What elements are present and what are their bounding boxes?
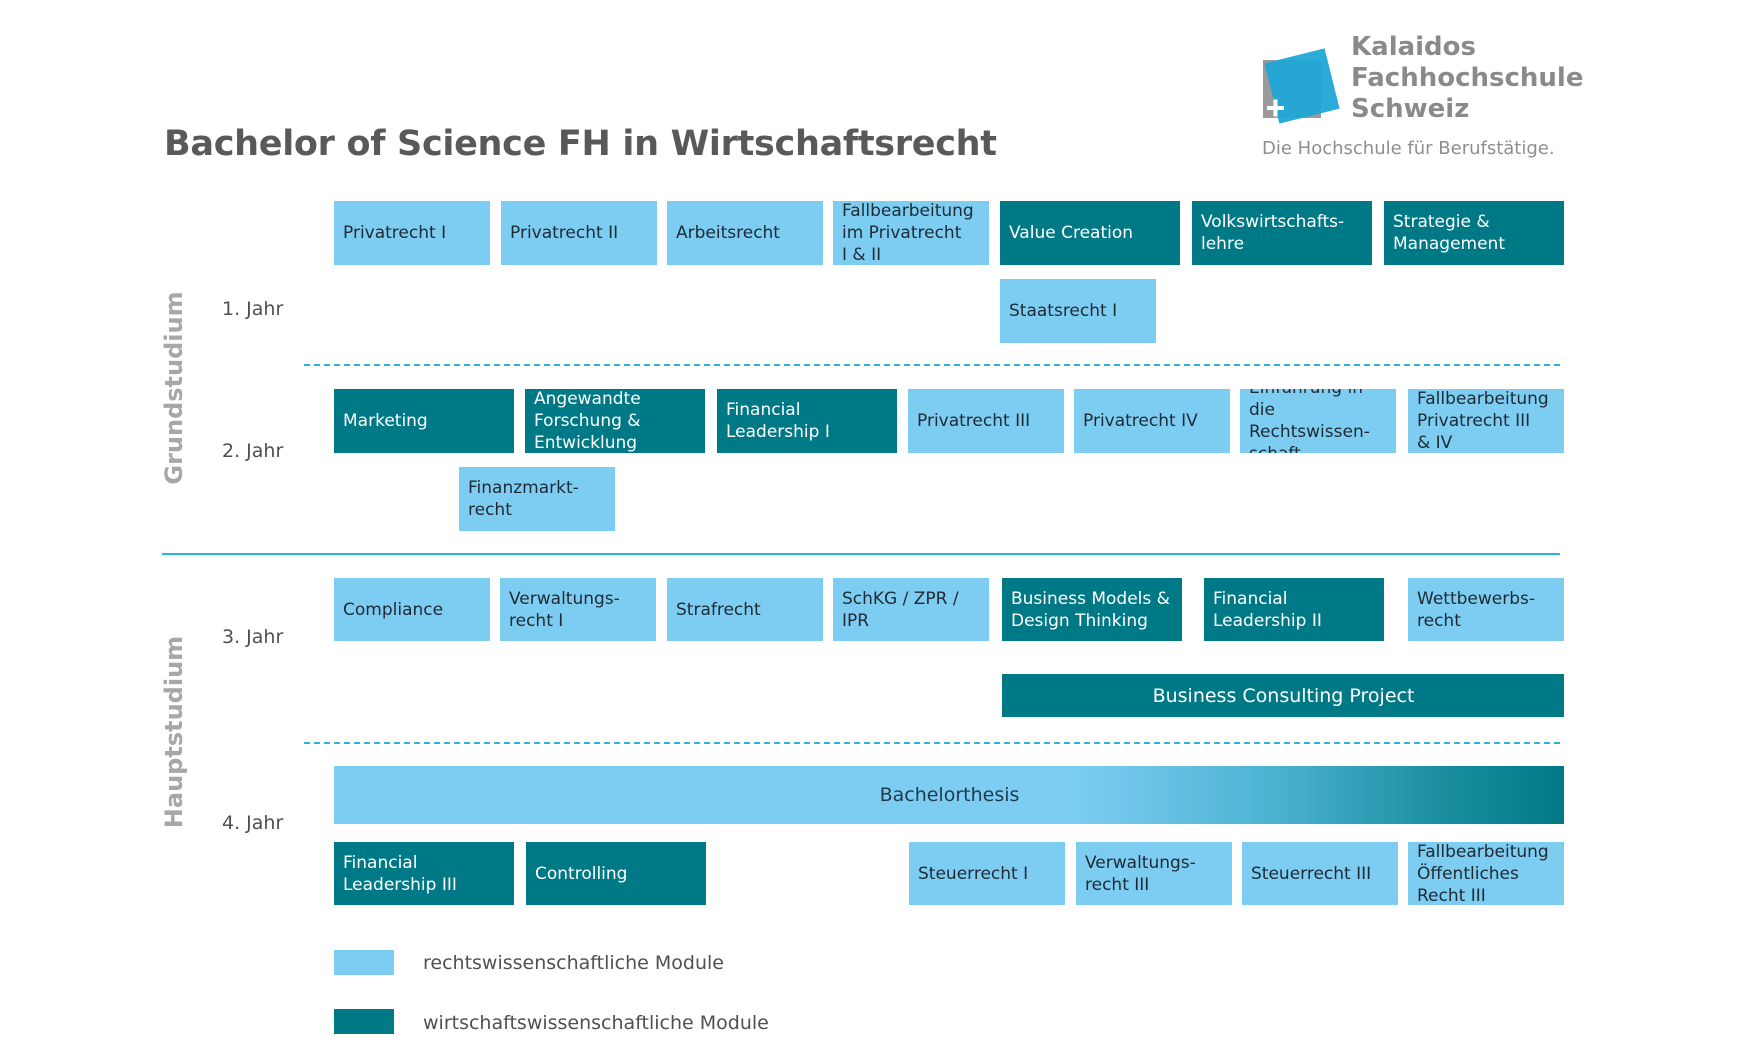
module-privatrecht-3: Privatrecht III [908, 389, 1064, 453]
year-label-4: 4. Jahr [222, 812, 284, 834]
module-privatrecht-4: Privatrecht IV [1074, 389, 1230, 453]
module-financial-leadership-3: Financial Leadership III [334, 842, 514, 905]
module-finanzmarktrecht: Finanzmarkt- recht [459, 467, 615, 531]
module-marketing: Marketing [334, 389, 514, 453]
module-strafrecht: Strafrecht [667, 578, 823, 641]
module-strategie-management: Strategie & Management [1384, 201, 1564, 265]
module-fallbearbeitung-privatrecht-3-4: Fallbearbeitung Privatrecht III & IV [1408, 389, 1564, 453]
module-fallbearbeitung-oeffentliches-recht-3: Fallbearbeitung Öffentliches Recht III [1408, 842, 1564, 905]
phase-divider [162, 553, 1560, 555]
module-financial-leadership-2: Financial Leadership II [1204, 578, 1384, 641]
module-einfuehrung-rechtswissenschaft: Einführung in die Rechtswissen- schaft [1240, 389, 1396, 453]
legend-label-rechts: rechtswissenschaftliche Module [423, 952, 724, 974]
module-bachelorthesis: Bachelorthesis [334, 766, 1564, 824]
logo-line-3: Schweiz [1351, 94, 1470, 124]
module-steuerrecht-3: Steuerrecht III [1242, 842, 1398, 905]
year-label-1: 1. Jahr [222, 298, 284, 320]
module-financial-leadership-1: Financial Leadership I [717, 389, 897, 453]
module-staatsrecht-1: Staatsrecht I [1000, 279, 1156, 343]
module-wettbewerbsrecht: Wettbewerbs- recht [1408, 578, 1564, 641]
year-label-2: 2. Jahr [222, 440, 284, 462]
year-label-3: 3. Jahr [222, 626, 284, 648]
module-verwaltungsrecht-1: Verwaltungs- recht I [500, 578, 656, 641]
module-fallbearbeitung-privatrecht-1-2: Fallbearbeitung im Privatrecht I & II [833, 201, 989, 265]
module-value-creation: Value Creation [1000, 201, 1180, 265]
legend-swatch-rechts [334, 950, 394, 975]
module-steuerrecht-1: Steuerrecht I [909, 842, 1065, 905]
phase-label-hauptstudium: Hauptstudium [160, 635, 188, 829]
module-angewandte-forschung: Angewandte Forschung & Entwicklung [525, 389, 705, 453]
kalaidos-cross-logo-icon [1258, 44, 1348, 132]
module-privatrecht-1: Privatrecht I [334, 201, 490, 265]
phase-label-grundstudium: Grundstudium [160, 291, 188, 485]
module-arbeitsrecht: Arbeitsrecht [667, 201, 823, 265]
legend-swatch-wirtschaft [334, 1009, 394, 1034]
year-separator-1-2 [304, 364, 1560, 366]
page-title: Bachelor of Science FH in Wirtschaftsrec… [164, 124, 997, 164]
module-business-models-design-thinking: Business Models & Design Thinking [1002, 578, 1182, 641]
logo-line-2: Fachhochschule [1351, 63, 1584, 93]
module-schkg-zpr-ipr: SchKG / ZPR / IPR [833, 578, 989, 641]
module-business-consulting-project: Business Consulting Project [1002, 674, 1564, 717]
module-compliance: Compliance [334, 578, 490, 641]
logo-tagline: Die Hochschule für Berufstätige. [1262, 138, 1555, 159]
logo-line-1: Kalaidos [1351, 32, 1477, 62]
module-privatrecht-2: Privatrecht II [501, 201, 657, 265]
year-separator-3-4 [304, 742, 1560, 744]
module-verwaltungsrecht-3: Verwaltungs- recht III [1076, 842, 1232, 905]
logo-wordmark: Kalaidos Fachhochschule Schweiz [1351, 32, 1583, 125]
module-volkswirtschaftslehre: Volkswirtschafts- lehre [1192, 201, 1372, 265]
legend-label-wirtschaft: wirtschaftswissenschaftliche Module [423, 1012, 769, 1034]
module-controlling: Controlling [526, 842, 706, 905]
